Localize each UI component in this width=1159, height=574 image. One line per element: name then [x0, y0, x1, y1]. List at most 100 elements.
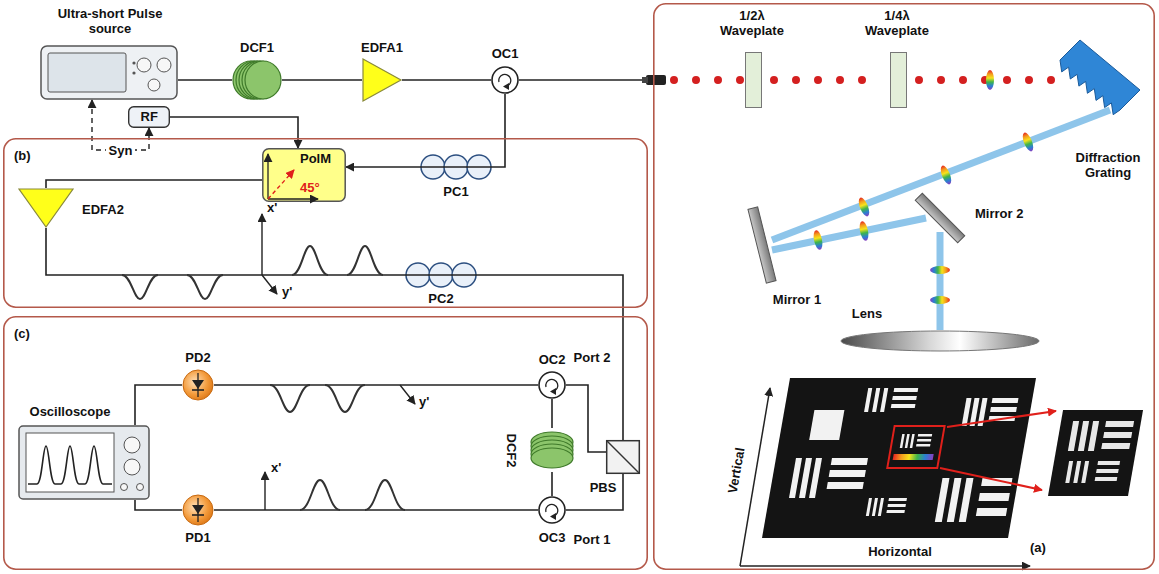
fiber-coil: DCF1 [232, 60, 282, 100]
axis-arrow [262, 275, 277, 294]
circulator-symbol: OC1 [491, 66, 519, 94]
illustration-part [878, 498, 884, 516]
connector [940, 232, 941, 330]
shape-part [137, 484, 144, 491]
illustration-part [872, 388, 880, 412]
node-label: (c) [14, 326, 54, 341]
connector [552, 472, 553, 496]
shape-part [132, 71, 135, 74]
axis-label: x' [267, 200, 283, 215]
node-label: EDFA2 [82, 202, 152, 217]
illustration-part [1103, 432, 1132, 438]
connector [46, 228, 405, 275]
connector [402, 80, 491, 81]
node-label: 1/4λ Waveplate [854, 8, 940, 38]
spectral-line [893, 454, 934, 460]
axis-arrow [740, 388, 770, 566]
node-label: PD2 [168, 350, 228, 365]
connector [551, 399, 553, 428]
connector [282, 80, 362, 81]
mirror-symbol: Mirror 1 [752, 210, 772, 280]
resolution-target [762, 378, 1036, 538]
connector [135, 385, 182, 425]
node-label: Mirror 1 [762, 292, 832, 307]
edge-label: Syn [106, 143, 136, 158]
shape-part [841, 331, 1039, 351]
panel-frame: (b)PolM45°PC1EDFA2PC2 [3, 138, 648, 308]
connector [214, 509, 538, 511]
shape-part [41, 46, 177, 99]
shape-part [420, 166, 492, 168]
connector [46, 180, 262, 188]
connector [346, 166, 420, 168]
pulse-trace [300, 480, 340, 510]
shape-part [183, 495, 213, 525]
connector [178, 80, 232, 81]
shape-part [654, 4, 1154, 569]
connector [214, 510, 538, 511]
amplifier-triangle: EDFA2 [18, 188, 74, 228]
illustration-part [976, 508, 1007, 516]
lens-symbol [840, 330, 1040, 352]
shape-part [137, 58, 151, 72]
pulse-trace [325, 385, 365, 412]
axis-arrow [264, 472, 265, 510]
connector [46, 228, 405, 275]
axis-label: x' [271, 460, 287, 475]
zoom-inset [1048, 410, 1143, 496]
connector [674, 76, 741, 84]
circulator-symbol [538, 496, 566, 524]
connector [519, 80, 741, 81]
connector [566, 474, 623, 510]
resolution-target [762, 378, 1036, 538]
beam-splitter-cube [606, 440, 640, 474]
node-label: PC1 [426, 184, 486, 199]
shape-part [245, 61, 281, 99]
pulse-trace [270, 385, 310, 412]
shape-part [48, 53, 126, 92]
node-label: OC3 [522, 530, 582, 545]
shape-part [539, 497, 565, 523]
illustration-part [947, 478, 962, 522]
illustration-part [990, 407, 1017, 412]
amplifier-triangle [362, 58, 402, 102]
connector [919, 76, 1052, 84]
port-label: Port 2 [566, 350, 618, 365]
illustration-part [935, 478, 950, 522]
lens-symbol: Lens [840, 330, 1040, 352]
shape-part [132, 61, 135, 64]
illustration-part [1065, 461, 1073, 483]
connector [214, 385, 538, 386]
photodetector-symbol: PD1 [182, 494, 214, 526]
shape-part [129, 107, 170, 128]
spectral-pulse [939, 164, 954, 186]
pulse-trace [292, 246, 328, 275]
spectral-pulse [986, 70, 994, 90]
illustration-part [1078, 421, 1089, 451]
fiber-connector [646, 75, 666, 85]
polarization-controller: PC1 [420, 154, 492, 180]
target-bars [785, 388, 1028, 522]
illustration-part [992, 398, 1019, 403]
connector [178, 79, 232, 81]
shape-part [157, 58, 171, 72]
illustration-part [866, 498, 872, 516]
pulse-trace [187, 275, 223, 299]
illustration-part [918, 434, 932, 437]
connector [282, 79, 362, 81]
illustration-part [831, 458, 868, 465]
node-label: RF [141, 109, 158, 124]
fiber-coil [232, 60, 282, 100]
illustration-part [1068, 421, 1079, 451]
shape-part [268, 170, 294, 199]
modulator-box: PolM45° [262, 148, 346, 202]
shape-part [267, 154, 268, 199]
fiber-coil [530, 428, 574, 472]
pulse-trace [347, 246, 383, 275]
spectral-pulses [812, 70, 1035, 304]
connector [135, 500, 182, 510]
beam-splitter-cube: PBS [606, 440, 640, 474]
mirror-symbol [752, 210, 772, 280]
axis-arrow [740, 565, 1030, 567]
